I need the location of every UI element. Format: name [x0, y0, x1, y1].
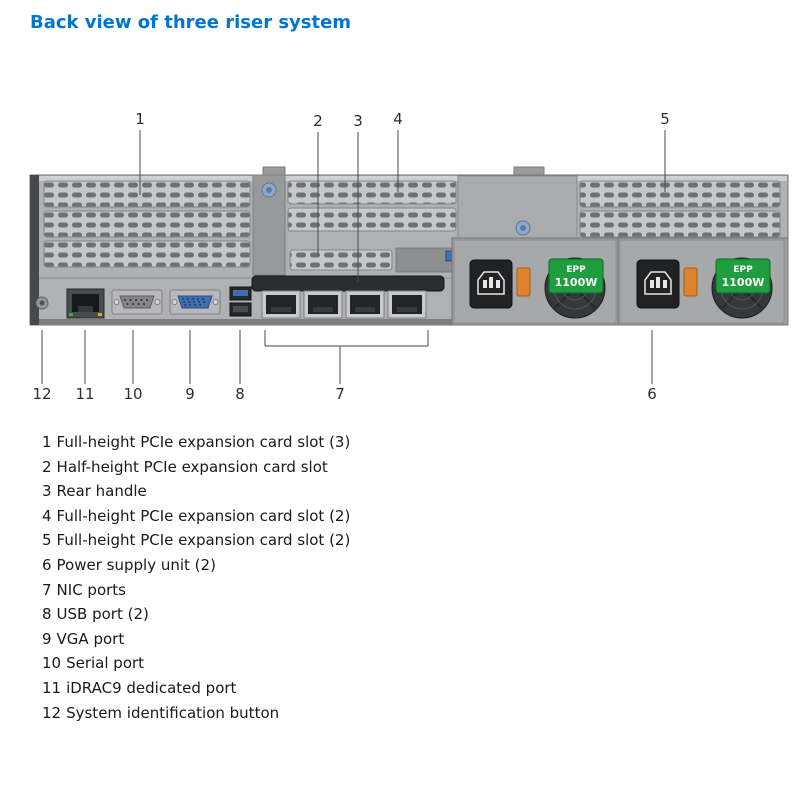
psu-power-inlet	[469, 259, 513, 309]
nic-port	[345, 290, 385, 319]
psu-label-epp: EPP	[566, 265, 586, 275]
legend-item-number: 10	[42, 654, 62, 673]
pcie-slot-blank	[579, 180, 781, 208]
pcie-slot-blank	[43, 210, 251, 238]
legend-item-number: 6	[42, 555, 52, 574]
legend-item-number: 8	[42, 605, 52, 624]
nic-ports	[261, 290, 427, 319]
pcie-slots-full-height-right	[579, 180, 781, 238]
legend-item-number: 3	[42, 482, 52, 501]
callout-number-12: 12	[32, 385, 51, 403]
legend-item-number: 9	[42, 629, 52, 648]
legend-item-label: Half-height PCIe expansion card slot	[56, 457, 328, 476]
riser-bracket	[252, 174, 286, 276]
callout-number-8: 8	[235, 385, 245, 403]
psu-label-epp: EPP	[733, 265, 753, 275]
psu-label-wattage: 1100W	[555, 276, 598, 289]
legend-item-label: Full-height PCIe expansion card slot (2)	[56, 531, 351, 550]
psu-1: EPP 1100W	[453, 239, 617, 324]
rear-handle	[251, 275, 445, 292]
psu-release-latch	[516, 267, 531, 297]
legend-item-label: VGA port	[56, 629, 125, 648]
pcie-slot-blank	[287, 207, 457, 232]
callout-number-6: 6	[647, 385, 657, 403]
pcie-slot-half-height	[289, 247, 463, 273]
usb-ports	[229, 286, 252, 317]
nic-port	[303, 290, 343, 319]
psu-power-inlet	[636, 259, 680, 309]
legend-item-number: 4	[42, 506, 52, 525]
legend-item-label: iDRAC9 dedicated port	[66, 678, 237, 697]
legend-item-number: 12	[42, 703, 62, 722]
callout-numbers: 1 2 3 4 5 12 11 10 9 8 7 6	[32, 110, 669, 403]
legend-item-number: 11	[42, 678, 62, 697]
callout-lines	[41, 130, 666, 384]
page-title: Back view of three riser system	[30, 12, 352, 33]
legend-item-label: Serial port	[66, 654, 145, 673]
serial-port	[111, 289, 163, 315]
vga-port	[169, 289, 221, 315]
pcie-slots-full-height-middle	[287, 180, 457, 232]
callout-number-5: 5	[660, 110, 670, 128]
psu-wattage-label: EPP 1100W	[715, 258, 771, 294]
server-back-view-figure: EPP 1100W	[29, 110, 789, 403]
legend-item-label: Rear handle	[56, 482, 147, 501]
callout-number-7: 7	[335, 385, 345, 403]
legend-item-label: System identification button	[66, 703, 280, 722]
psu-2: EPP 1100W	[619, 239, 785, 324]
callout-number-9: 9	[185, 385, 195, 403]
callout-number-11: 11	[75, 385, 94, 403]
callout-number-10: 10	[123, 385, 142, 403]
legend-item-number: 2	[42, 457, 52, 476]
legend-item-label: Full-height PCIe expansion card slot (3)	[56, 433, 351, 451]
nic-port	[261, 290, 301, 319]
legend-item-number: 1	[42, 433, 52, 451]
pcie-slot-blank	[579, 210, 781, 238]
legend-item-label: Full-height PCIe expansion card slot (2)	[56, 506, 351, 525]
legend-item-label: Power supply unit (2)	[56, 555, 216, 574]
pcie-slots-full-height-left	[43, 180, 251, 268]
psu-release-latch	[683, 267, 698, 297]
idrac-port	[66, 288, 105, 319]
callout-number-2: 2	[313, 112, 323, 130]
psu-label-wattage: 1100W	[722, 276, 765, 289]
callout-number-4: 4	[393, 110, 403, 128]
nic-port	[387, 290, 427, 319]
system-id-button	[35, 296, 49, 310]
legend-item-label: USB port (2)	[56, 605, 149, 624]
legend-item-label: NIC ports	[56, 580, 126, 599]
pcie-slot-blank	[43, 180, 251, 208]
legend-item-number: 7	[42, 580, 52, 599]
psu-wattage-label: EPP 1100W	[548, 258, 604, 294]
legend-item-number: 5	[42, 531, 52, 550]
pcie-slot-blank	[43, 240, 251, 268]
callout-number-3: 3	[353, 112, 363, 130]
callout-number-1: 1	[135, 110, 145, 128]
pcie-slot-blank	[287, 180, 457, 205]
